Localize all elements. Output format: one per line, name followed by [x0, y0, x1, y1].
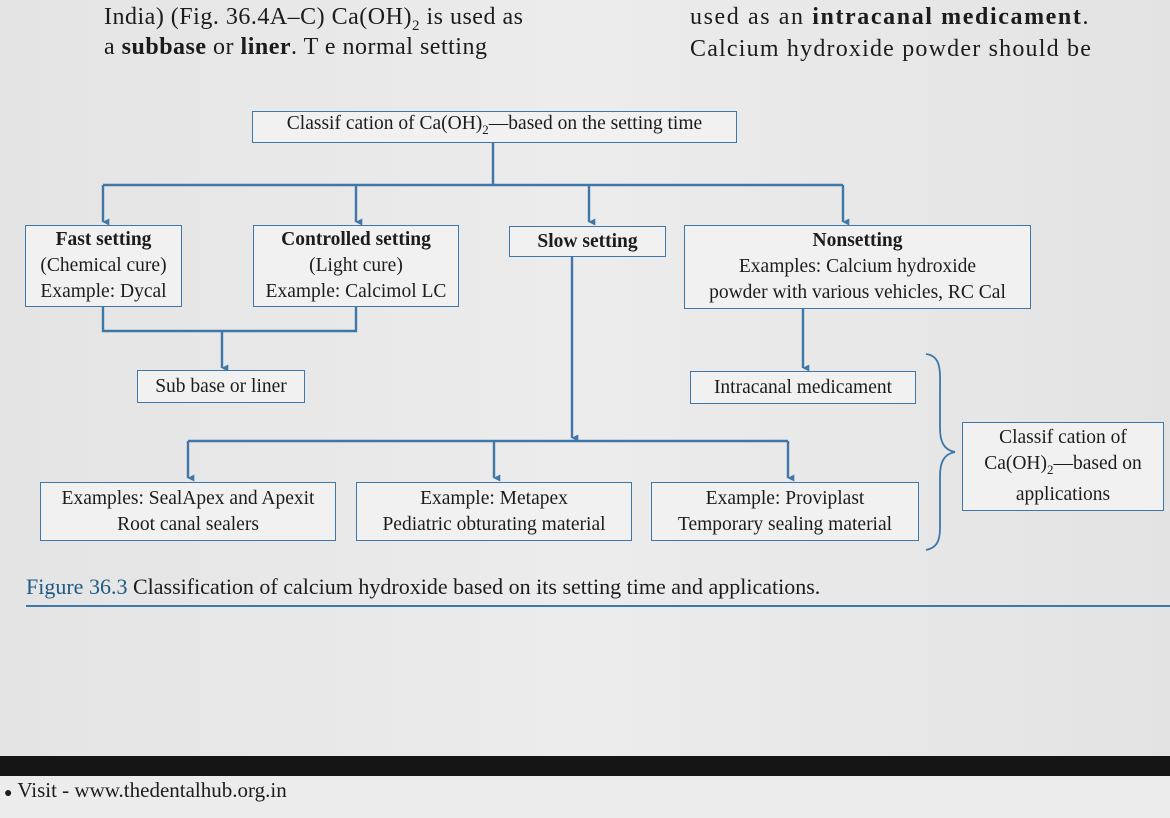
- fast-controlled-join-line: [101, 307, 358, 333]
- nonsetting-vehicles: powder with various vehicles, RC Cal: [709, 282, 1006, 303]
- diagram-connectors: [101, 142, 956, 551]
- figure-caption-text: Classification of calcium hydroxide base…: [127, 574, 821, 599]
- body-text-left-line1: India) (Fig. 36.4A–C) Ca(OH)2 is used as: [104, 4, 524, 34]
- fast-setting-cure: (Chemical cure): [40, 255, 167, 276]
- body-text-right-line2: Calcium hydroxide powder should be: [690, 36, 1093, 62]
- controlled-setting-example: Example: Calcimol LC: [265, 281, 447, 302]
- intracanal-medicament-box: Intracanal medicament: [690, 371, 916, 404]
- applications-line2: Ca(OH)2—based on: [984, 452, 1142, 477]
- fast-setting-box: Fast setting (Chemical cure) Example: Dy…: [25, 225, 182, 307]
- root-canal-sealers-box: Examples: SealApex and Apexit Root canal…: [40, 482, 336, 541]
- controlled-setting-cure: (Light cure): [309, 255, 403, 276]
- body-text-left-line2: a subbase or liner. T e normal setting: [104, 34, 488, 60]
- applications-classification-box: Classif cation of Ca(OH)2—based on appli…: [962, 422, 1164, 511]
- figure-number: Figure 36.3: [26, 574, 128, 599]
- proviplast-label: Temporary sealing material: [677, 513, 893, 535]
- applications-line3: applications: [1015, 484, 1111, 506]
- fast-setting-example: Example: Dycal: [40, 281, 167, 302]
- controlled-setting-title: Controlled setting: [281, 229, 431, 250]
- slow-setting-box: Slow setting: [509, 226, 666, 257]
- slow-setting-title: Slow setting: [537, 230, 638, 252]
- applications-brace: [925, 353, 956, 551]
- body-text-right-line1: used as an intracanal medicament.: [690, 4, 1091, 30]
- applications-line1: Classif cation of: [999, 426, 1127, 448]
- footer-link-text[interactable]: ● Visit - www.thedentalhub.org.in: [4, 778, 287, 802]
- metapex-example: Example: Metapex: [420, 487, 568, 509]
- root-classification-box: Classif cation of Ca(OH)2—based on the s…: [252, 111, 737, 143]
- metapex-label: Pediatric obturating material: [382, 513, 606, 535]
- proviplast-example: Example: Proviplast: [705, 487, 865, 509]
- nonsetting-box: Nonsetting Examples: Calcium hydroxide p…: [684, 225, 1031, 309]
- footer-bar: [0, 756, 1170, 776]
- controlled-setting-box: Controlled setting (Light cure) Example:…: [253, 225, 459, 307]
- sealers-label: Root canal sealers: [117, 513, 259, 535]
- figure-caption: Figure 36.3 Classification of calcium hy…: [26, 574, 820, 600]
- fast-setting-title: Fast setting: [55, 229, 152, 250]
- caption-rule: [26, 605, 1170, 607]
- pediatric-obturating-box: Example: Metapex Pediatric obturating ma…: [356, 482, 632, 541]
- footer-area: [0, 776, 1170, 818]
- subbase-liner-box: Sub base or liner: [137, 370, 305, 403]
- temporary-sealing-box: Example: Proviplast Temporary sealing ma…: [651, 482, 919, 541]
- nonsetting-title: Nonsetting: [812, 230, 903, 251]
- sealers-examples: Examples: SealApex and Apexit: [61, 487, 315, 509]
- nonsetting-examples: Examples: Calcium hydroxide: [738, 256, 977, 277]
